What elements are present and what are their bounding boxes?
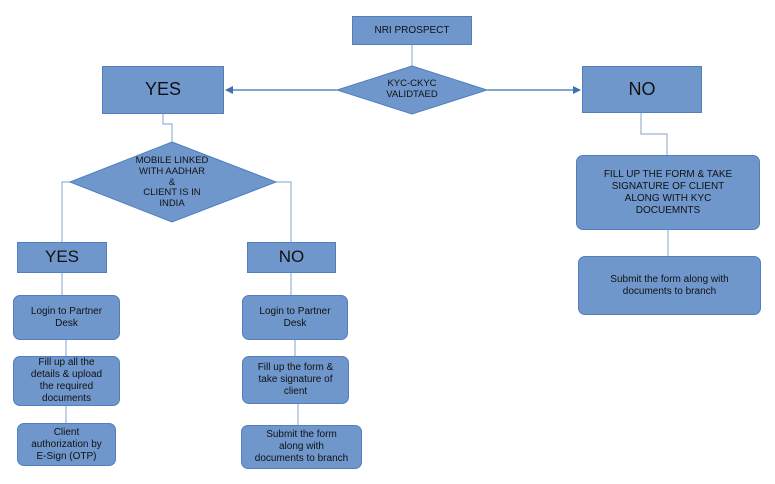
kyc-decision-diamond bbox=[335, 65, 489, 115]
right-fill-box: FILL UP THE FORM & TAKE SIGNATURE OF CLI… bbox=[576, 155, 760, 230]
kyc-decision-label: KYC-CKYC VALIDTAED bbox=[386, 78, 438, 100]
yes-top-label: YES bbox=[144, 79, 182, 100]
left-login-box: Login to Partner Desk bbox=[13, 295, 120, 340]
mobile-decision-diamond bbox=[68, 141, 278, 223]
mid-fill-box: Fill up the form & take signature of cli… bbox=[242, 356, 349, 404]
no-top-box: NO bbox=[582, 66, 702, 113]
no-top-label: NO bbox=[628, 78, 656, 99]
left-login-label: Login to Partner Desk bbox=[30, 305, 103, 329]
yes-left-label: YES bbox=[44, 247, 80, 267]
connector-mobile-yes bbox=[61, 181, 70, 242]
connector-yes-mobile bbox=[162, 114, 173, 142]
right-submit-label: Submit the form along with documents to … bbox=[610, 273, 729, 297]
mid-submit-box: Submit the form along with documents to … bbox=[241, 425, 362, 469]
left-esign-label: Client authorization by E-Sign (OTP) bbox=[31, 426, 102, 462]
right-submit-box: Submit the form along with documents to … bbox=[578, 256, 761, 315]
mid-fill-label: Fill up the form & take signature of cli… bbox=[257, 362, 334, 397]
left-fill-box: Fill up all the details & upload the req… bbox=[13, 356, 120, 406]
connector-no-right-fill bbox=[640, 113, 668, 155]
no-mid-label: NO bbox=[278, 247, 305, 267]
left-esign-box: Client authorization by E-Sign (OTP) bbox=[17, 423, 116, 466]
mid-submit-label: Submit the form along with documents to … bbox=[254, 429, 349, 464]
nri-prospect-box: NRI PROSPECT bbox=[352, 16, 472, 45]
mid-login-label: Login to Partner Desk bbox=[259, 305, 331, 329]
mid-login-box: Login to Partner Desk bbox=[242, 295, 348, 340]
right-fill-label: FILL UP THE FORM & TAKE SIGNATURE OF CLI… bbox=[603, 168, 733, 216]
mobile-decision-label: MOBILE LINKED WITH AADHAR & CLIENT IS IN… bbox=[135, 154, 209, 210]
left-fill-label: Fill up all the details & upload the req… bbox=[30, 357, 103, 404]
yes-left-box: YES bbox=[17, 242, 107, 273]
mobile-decision-text: MOBILE LINKED WITH AADHAR & CLIENT IS IN… bbox=[110, 152, 234, 214]
kyc-decision-text: KYC-CKYC VALIDTAED bbox=[352, 74, 472, 106]
no-mid-box: NO bbox=[247, 242, 336, 273]
yes-top-box: YES bbox=[102, 66, 224, 114]
nri-prospect-label: NRI PROSPECT bbox=[374, 24, 450, 36]
connector-mobile-no bbox=[276, 181, 292, 242]
